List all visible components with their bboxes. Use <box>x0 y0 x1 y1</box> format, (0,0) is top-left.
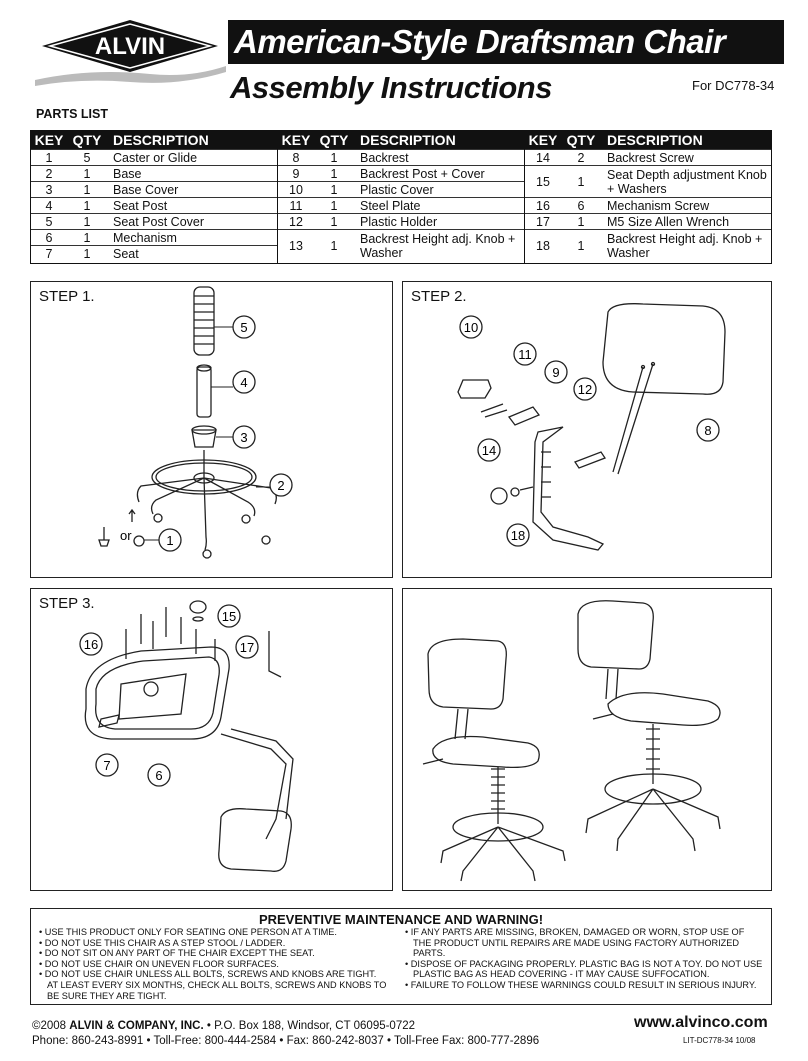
step-1-diagram: or 5 4 3 2 1 <box>98 286 293 559</box>
parts-header: KEY QTY DESCRIPTION <box>278 131 524 149</box>
page-subtitle: Assembly Instructions <box>230 70 552 105</box>
warning-item: • IF ANY PARTS ARE MISSING, BROKEN, DAMA… <box>405 927 745 959</box>
parts-list-label: PARTS LIST <box>36 107 108 121</box>
step-1-panel: or 5 4 3 2 1 STEP 1. <box>30 281 393 578</box>
step-3-panel: 16 15 17 7 6 STEP 3. <box>30 588 393 891</box>
callout-18: 18 <box>511 528 525 543</box>
warning-title: PREVENTIVE MAINTENANCE AND WARNING! <box>258 912 544 927</box>
finished-chairs-panel <box>402 588 772 891</box>
logo-text: ALVIN <box>95 33 165 60</box>
callout-11: 11 <box>518 347 532 362</box>
callout-15: 15 <box>222 609 236 624</box>
callout-3: 3 <box>240 430 247 445</box>
callout-14: 14 <box>482 443 496 458</box>
warning-item: • FAILURE TO FOLLOW THESE WARNINGS COULD… <box>405 979 757 990</box>
step-2-panel: 10 11 9 12 8 14 18 STEP 2. <box>402 281 772 578</box>
parts-header: KEY QTY DESCRIPTION <box>525 131 771 149</box>
footer-phones: Phone: 860-243-8991 • Toll-Free: 800-444… <box>32 1035 540 1047</box>
finished-chairs-illustration <box>422 600 721 882</box>
warning-item: • DO NOT USE THIS CHAIR AS A STEP STOOL … <box>39 937 286 948</box>
callout-4: 4 <box>240 375 247 390</box>
callout-10: 10 <box>464 320 478 335</box>
callout-9: 9 <box>552 365 559 380</box>
page-title: American-Style Draftsman Chair <box>228 20 784 64</box>
company-name: ALVIN & COMPANY, INC. <box>69 1020 204 1032</box>
model-number: For DC778-34 <box>692 78 775 93</box>
callout-17: 17 <box>240 640 254 655</box>
callout-1: 1 <box>166 533 173 548</box>
warning-right-list: • IF ANY PARTS ARE MISSING, BROKEN, DAMA… <box>403 927 765 991</box>
warning-left-list: • USE THIS PRODUCT ONLY FOR SEATING ONE … <box>37 927 389 1001</box>
warning-item: • DO NOT SIT ON ANY PART OF THE CHAIR EX… <box>39 948 315 959</box>
warning-box: PREVENTIVE MAINTENANCE AND WARNING! • US… <box>30 908 772 1005</box>
step-3-label: STEP 3. <box>39 595 95 612</box>
warning-item: • DO NOT USE CHAIR UNLESS ALL BOLTS, SCR… <box>39 969 387 1001</box>
callout-6: 6 <box>155 768 162 783</box>
warning-item: • USE THIS PRODUCT ONLY FOR SEATING ONE … <box>39 927 337 937</box>
callout-8: 8 <box>704 423 711 438</box>
callout-7: 7 <box>103 758 110 773</box>
callout-12: 12 <box>578 382 592 397</box>
warning-item: • DISPOSE OF PACKAGING PROPERLY. PLASTIC… <box>405 958 763 980</box>
alvin-logo: ALVIN <box>30 18 230 88</box>
callout-5: 5 <box>240 320 247 335</box>
or-label: or <box>120 528 132 543</box>
step-3-diagram: 16 15 17 7 6 <box>79 600 294 872</box>
warning-item: • DO NOT USE CHAIR ON UNEVEN FLOOR SURFA… <box>39 958 279 969</box>
step-2-diagram: 10 11 9 12 8 14 18 <box>457 303 726 551</box>
callout-2: 2 <box>277 478 284 493</box>
step-2-label: STEP 2. <box>411 288 467 305</box>
step-1-label: STEP 1. <box>39 288 95 305</box>
footer-address: ©2008 ALVIN & COMPANY, INC. • P.O. Box 1… <box>32 1020 416 1032</box>
literature-code: LIT-DC778-34 10/08 <box>683 1036 756 1045</box>
website-link[interactable]: www.alvinco.com <box>634 1014 768 1031</box>
parts-header: KEY QTY DESCRIPTION <box>31 131 277 149</box>
callout-16: 16 <box>84 637 98 652</box>
